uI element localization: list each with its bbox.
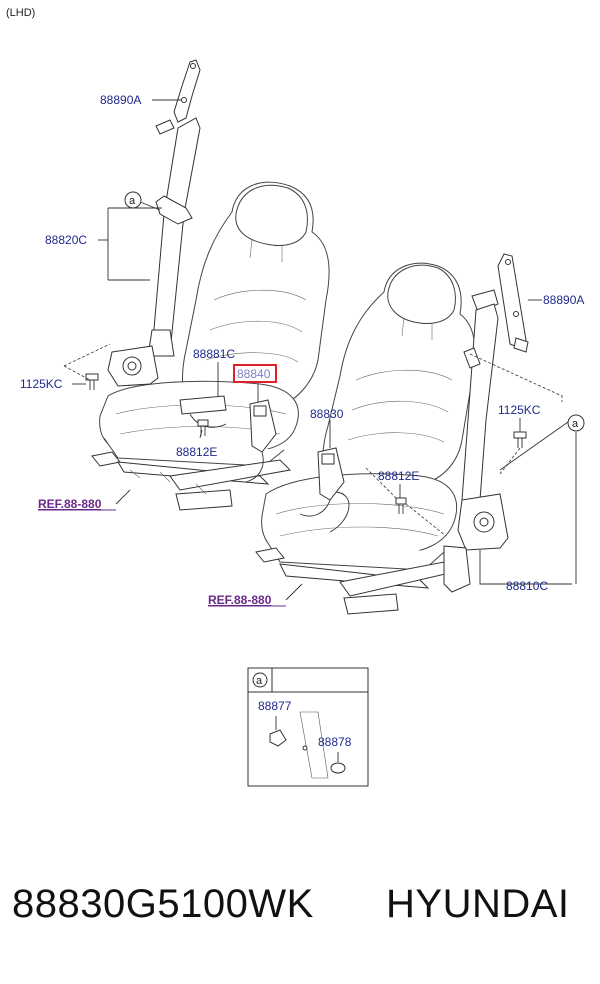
label-88890a-right: 88890A: [543, 293, 584, 307]
label-88890a-left: 88890A: [100, 93, 141, 107]
label-88830: 88830: [310, 407, 344, 421]
label-88840: 88840: [237, 367, 271, 381]
detail-callout-a: a: [256, 675, 263, 687]
svg-text:a: a: [129, 195, 136, 207]
label-88881c: 88881C: [193, 347, 235, 361]
label-1125kc-left: 1125KC: [20, 377, 63, 391]
label-1125kc-right: 1125KC: [498, 403, 541, 417]
part-number-caption: 88830G5100WK: [12, 882, 314, 926]
label-88810c: 88810C: [506, 579, 548, 593]
detail-inset: a: [247, 667, 369, 787]
ref-88-880-left[interactable]: REF.88-880: [38, 497, 102, 511]
left-seat-drawing: [91, 181, 330, 511]
variant-label: (LHD): [6, 7, 35, 19]
left-seat-belt-assembly: [85, 59, 277, 483]
brand-caption: HYUNDAI: [386, 882, 570, 926]
callout-a-left: a: [124, 191, 142, 209]
label-88877: 88877: [258, 699, 292, 713]
right-seat-belt-assembly: [299, 253, 529, 593]
right-seat-drawing: [255, 262, 476, 615]
label-88820c: 88820C: [45, 233, 87, 247]
ref-88-880-right[interactable]: REF.88-880: [208, 593, 272, 607]
label-88812e-right: 88812E: [378, 469, 419, 483]
callout-a-right: a: [567, 414, 585, 432]
label-88812e-left: 88812E: [176, 445, 217, 459]
label-88878: 88878: [318, 735, 352, 749]
svg-text:a: a: [572, 418, 579, 430]
highlight-box-88840: [233, 364, 277, 383]
